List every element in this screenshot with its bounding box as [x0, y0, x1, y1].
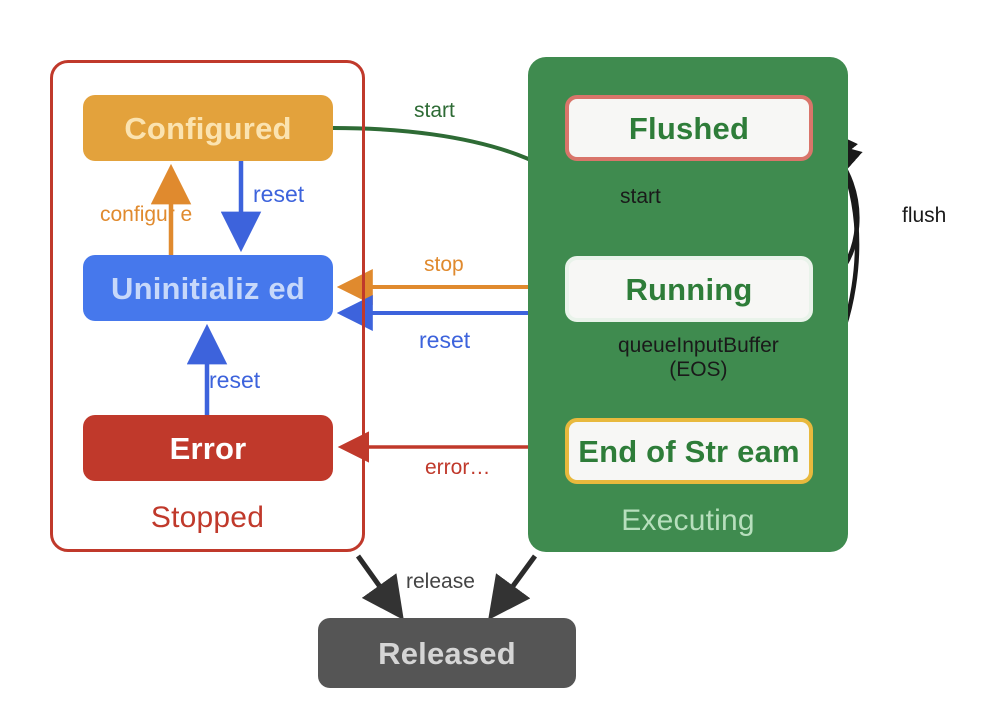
edge-label-flush: flush [902, 204, 947, 227]
group-stopped-label: Stopped [150, 501, 265, 534]
edge-release-stopped [355, 554, 404, 621]
edge-label-error: error… [425, 456, 491, 479]
edge-label-queue-input-buffer-eos: queueInputBuffer (EOS) [618, 334, 779, 381]
edge-release-executing [488, 554, 538, 621]
edge-label-reset-error: reset [209, 367, 261, 393]
edge-label-start-configured: start [414, 99, 455, 122]
node-running[interactable]: Running [565, 256, 813, 322]
edge-label-start-flushed: start [620, 185, 661, 208]
node-released[interactable]: Released [318, 618, 576, 688]
node-error[interactable]: Error [83, 415, 333, 481]
edge-label-queue-input-buffer-line1: queueInputBuffer [618, 334, 779, 357]
node-configured[interactable]: Configured [83, 95, 333, 161]
edge-label-queue-input-buffer-line2: (EOS) [669, 357, 728, 381]
group-executing-label: Executing [621, 504, 755, 537]
edge-label-reset-executing: reset [419, 327, 471, 353]
node-uninitialized[interactable]: Uninitializ ed [83, 255, 333, 321]
node-flushed[interactable]: Flushed [565, 95, 813, 161]
edge-label-stop: stop [424, 253, 464, 276]
edge-label-release: release [406, 570, 475, 593]
edge-label-configure: configur e [100, 203, 193, 226]
group-stopped: Stopped [50, 60, 365, 552]
node-end-of-stream[interactable]: End of Str eam [565, 418, 813, 484]
edge-label-reset-configured: reset [253, 181, 305, 207]
